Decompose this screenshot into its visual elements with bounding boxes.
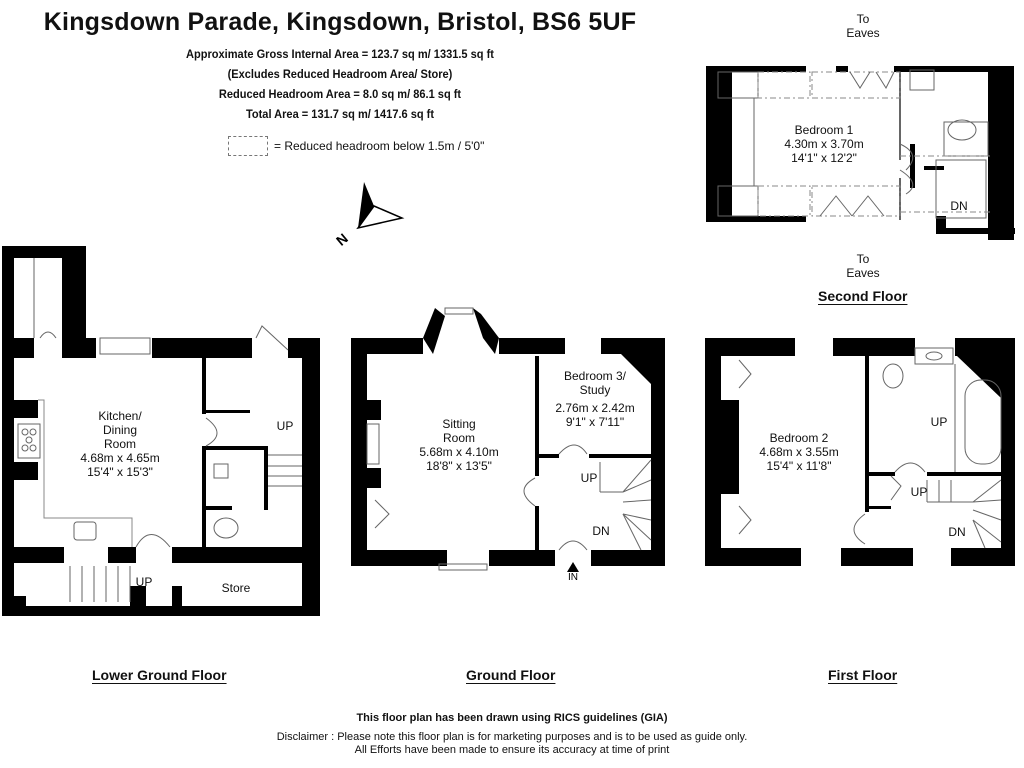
property-title: Kingsdown Parade, Kingsdown, Bristol, BS…	[43, 8, 637, 36]
bath-up-label: UP	[931, 415, 948, 429]
kitchen-imperial: 15'4" x 15'3"	[87, 465, 153, 479]
store-name: Store	[222, 581, 251, 595]
north-arrow-icon: N	[333, 182, 405, 246]
disclaimer: Disclaimer : Please note this floor plan…	[0, 731, 1024, 757]
reduced-headroom-swatch	[228, 136, 268, 156]
bedroom-2-imperial: 15'4" x 11'8"	[767, 459, 832, 473]
kitchen-name-2: Dining	[103, 423, 137, 437]
kitchen-name-3: Room	[104, 437, 136, 451]
area-exclusions: (Excludes Reduced Headroom Area/ Store)	[227, 67, 453, 81]
stairs-down-label: DN	[592, 524, 609, 538]
kitchen-name-1: Kitchen/	[98, 409, 142, 423]
kitchen-metric: 4.68m x 4.65m	[80, 451, 159, 465]
bedroom-3-name-2: Study	[580, 383, 611, 397]
bedroom-3-imperial: 9'1" x 7'11"	[566, 415, 624, 429]
reduced-headroom-area: Reduced Headroom Area = 8.0 sq m/ 86.1 s…	[218, 87, 462, 101]
bedroom-3-metric: 2.76m x 2.42m	[555, 401, 634, 415]
lower-ground-floor-plan: Kitchen/ Dining Room 4.68m x 4.65m 15'4"…	[2, 246, 320, 616]
headroom-legend: = Reduced headroom below 1.5m / 5'0"	[228, 136, 484, 156]
disclaimer-line-1: Disclaimer : Please note this floor plan…	[276, 731, 748, 743]
lower-ground-floor-label: Lower Ground Floor	[92, 667, 227, 683]
to-eaves-top: To Eaves	[846, 12, 880, 40]
stairs-up-label: UP	[581, 471, 598, 485]
sitting-room-name-2: Room	[443, 431, 475, 445]
bedroom-1-metric: 4.30m x 3.70m	[784, 137, 863, 151]
second-floor-plan: Bedroom 1 4.30m x 3.70m 14'1" x 12'2" DN	[706, 66, 1015, 240]
stairs-down-label: DN	[948, 525, 965, 539]
bedroom-1-name: Bedroom 1	[795, 123, 854, 137]
stairs-up-label-1: UP	[136, 575, 153, 589]
sitting-room-imperial: 18'8" x 13'5"	[426, 459, 492, 473]
disclaimer-line-2: All Efforts have been made to ensure its…	[354, 744, 670, 756]
to-eaves-bottom: To Eaves	[846, 252, 880, 280]
area-summary: Approximate Gross Internal Area = 123.7 …	[138, 44, 543, 124]
total-area: Total Area = 131.7 sq m/ 1417.6 sq ft	[245, 107, 435, 121]
north-label: N	[333, 230, 351, 246]
first-floor-label: First Floor	[828, 667, 898, 683]
entrance-label: IN	[568, 572, 578, 583]
bedroom-3-name-1: Bedroom 3/	[564, 369, 627, 383]
stairs-up-label: UP	[911, 485, 928, 499]
stairs-down-label: DN	[950, 199, 967, 213]
sitting-room-metric: 5.68m x 4.10m	[419, 445, 498, 459]
first-floor-plan: Bedroom 2 4.68m x 3.55m 15'4" x 11'8" UP…	[705, 338, 1015, 566]
ground-floor-label: Ground Floor	[466, 667, 556, 683]
rics-note: This floor plan has been drawn using RIC…	[356, 712, 668, 724]
legend-text: = Reduced headroom below 1.5m / 5'0"	[274, 139, 485, 153]
stairs-up-label-2: UP	[277, 419, 294, 433]
bedroom-2-name: Bedroom 2	[770, 431, 829, 445]
ground-floor-plan: Sitting Room 5.68m x 4.10m 18'8" x 13'5"…	[351, 307, 665, 583]
second-floor-label: Second Floor	[818, 288, 908, 304]
gross-internal-area: Approximate Gross Internal Area = 123.7 …	[186, 47, 494, 61]
bedroom-2-metric: 4.68m x 3.55m	[759, 445, 838, 459]
sitting-room-name-1: Sitting	[442, 417, 475, 431]
bedroom-1-imperial: 14'1" x 12'2"	[791, 151, 857, 165]
